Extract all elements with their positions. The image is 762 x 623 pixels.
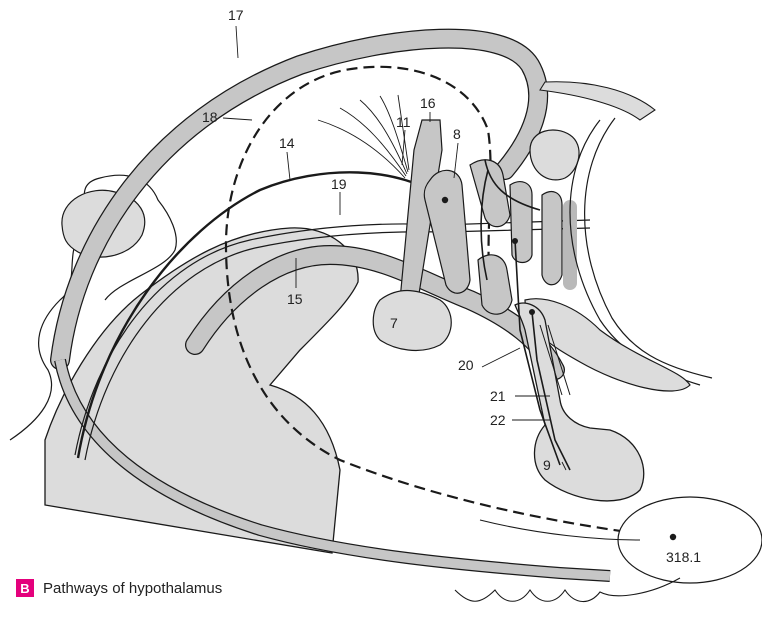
fiber-fan-11: [318, 95, 409, 178]
label-8: 8: [453, 127, 461, 141]
label-7: 7: [390, 316, 398, 330]
label-318-1: 318.1: [666, 550, 701, 564]
right-upper-curve: [540, 82, 655, 120]
column-d: [542, 192, 562, 285]
label-17: 17: [228, 8, 244, 22]
structure-7: [373, 291, 451, 351]
label-22: 22: [490, 413, 506, 427]
caption-text: Pathways of hypothalamus: [43, 580, 222, 597]
node-20: [529, 309, 535, 315]
label-11: 11: [396, 115, 411, 129]
column-b: [478, 255, 512, 314]
right-round-structure: [530, 130, 579, 180]
label-18: 18: [202, 110, 218, 124]
label-9: 9: [543, 458, 551, 472]
label-19: 19: [331, 177, 347, 191]
label-16: 16: [420, 96, 436, 110]
node-318: [670, 534, 676, 540]
column-c: [510, 182, 532, 263]
node-center: [512, 238, 518, 244]
lower-wavy-bottom: [455, 578, 680, 602]
label-15: 15: [287, 292, 303, 306]
caption-letter-badge: B: [16, 579, 34, 597]
node-8: [442, 197, 448, 203]
label-14: 14: [279, 136, 295, 150]
label-21: 21: [490, 389, 506, 403]
figure-caption: B Pathways of hypothalamus: [16, 579, 222, 597]
label-20: 20: [458, 358, 474, 372]
